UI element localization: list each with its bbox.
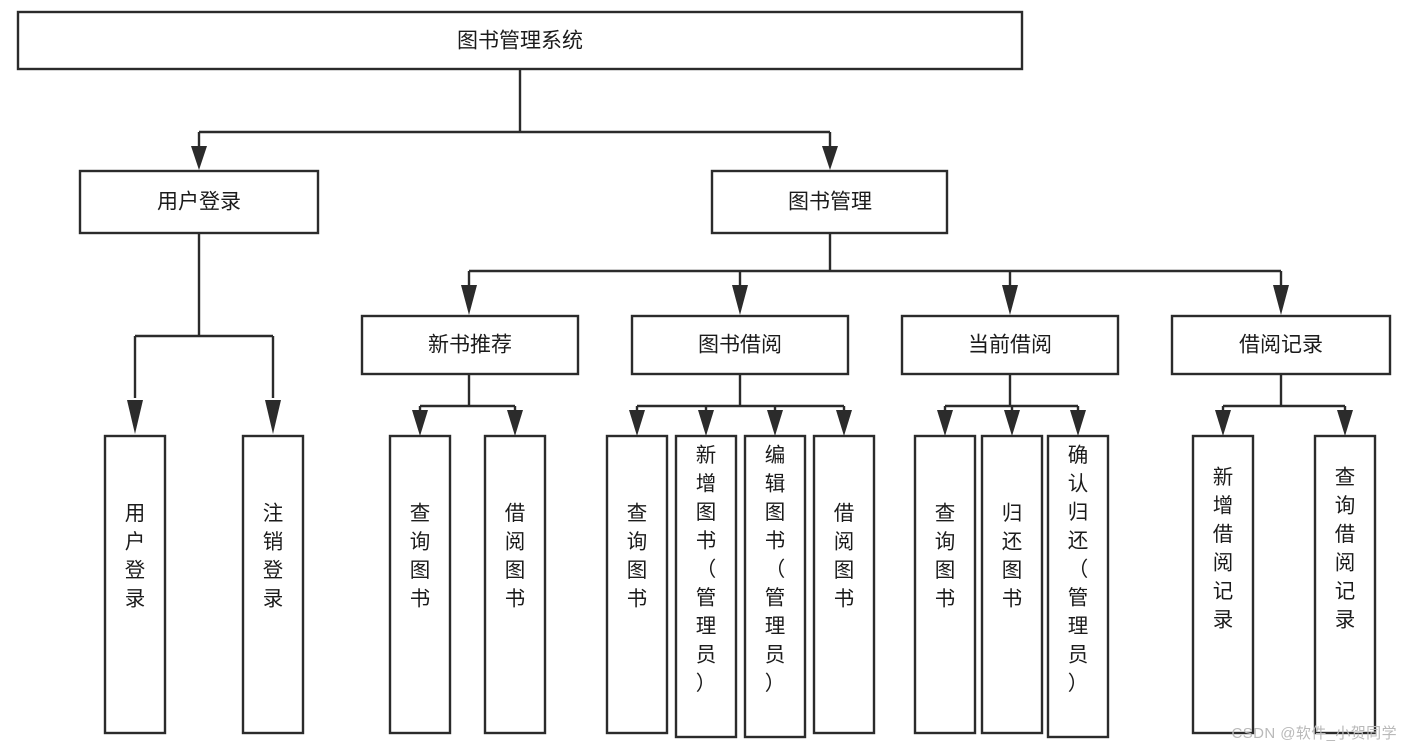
arrow-head-leaf-query-record bbox=[1337, 410, 1353, 436]
node-user-login-box[interactable] bbox=[78, 169, 320, 235]
node-leaf-borrow-book-2-label: 借阅图书 bbox=[834, 502, 855, 611]
node-leaf-query-book-3-box[interactable] bbox=[913, 434, 977, 735]
node-leaf-add-record[interactable]: 新增借阅记录 bbox=[1191, 434, 1255, 735]
node-leaf-add-record-box[interactable] bbox=[1191, 434, 1255, 735]
node-leaf-confirm-return[interactable]: 确认归还（管理员） bbox=[1046, 434, 1110, 739]
node-leaf-return-book[interactable]: 归还图书 bbox=[980, 434, 1044, 735]
node-root-label: 图书管理系统 bbox=[457, 30, 583, 53]
arrow-head-book-borrow bbox=[732, 285, 748, 315]
node-leaf-logout-login-box[interactable] bbox=[241, 434, 305, 735]
arrow-head-leaf-logout-login bbox=[265, 400, 281, 434]
node-leaf-query-book-1[interactable]: 查询图书 bbox=[388, 434, 452, 735]
arrow-head-borrow-record bbox=[1273, 285, 1289, 315]
node-leaf-borrow-book-1-box[interactable] bbox=[483, 434, 547, 735]
node-root[interactable]: 图书管理系统 bbox=[16, 10, 1024, 71]
node-book-manage[interactable]: 图书管理 bbox=[710, 169, 949, 235]
csdn-watermark: CSDN @软件_小贺同学 bbox=[1231, 725, 1397, 742]
node-leaf-confirm-return-box[interactable] bbox=[1046, 434, 1110, 739]
node-leaf-borrow-book-1[interactable]: 借阅图书 bbox=[483, 434, 547, 735]
node-current-borrow[interactable]: 当前借阅 bbox=[900, 314, 1120, 376]
node-borrow-record-label: 借阅记录 bbox=[1239, 334, 1323, 357]
node-leaf-logout-login-label: 注销登录 bbox=[263, 502, 284, 611]
node-leaf-borrow-book-2[interactable]: 借阅图书 bbox=[812, 434, 876, 735]
arrow-head-leaf-borrow-book-1 bbox=[507, 410, 523, 436]
node-leaf-logout-login[interactable]: 注销登录 bbox=[241, 434, 305, 735]
node-book-borrow-box[interactable] bbox=[630, 314, 850, 376]
node-leaf-query-book-3-label: 查询图书 bbox=[935, 502, 956, 611]
arrow-head-current-borrow bbox=[1002, 285, 1018, 315]
node-leaf-edit-book[interactable]: 编辑图书（管理员） bbox=[743, 434, 807, 739]
arrow-head-leaf-borrow-book-2 bbox=[836, 410, 852, 436]
node-leaf-query-book-3[interactable]: 查询图书 bbox=[913, 434, 977, 735]
node-current-borrow-box[interactable] bbox=[900, 314, 1120, 376]
node-new-book-recommend[interactable]: 新书推荐 bbox=[360, 314, 580, 376]
arrow-head-book-manage bbox=[822, 146, 838, 170]
node-leaf-query-book-2-label: 查询图书 bbox=[627, 502, 648, 611]
node-leaf-query-book-1-box[interactable] bbox=[388, 434, 452, 735]
node-book-manage-label: 图书管理 bbox=[788, 191, 872, 214]
node-leaf-edit-book-box[interactable] bbox=[743, 434, 807, 739]
node-leaf-query-record-box[interactable] bbox=[1313, 434, 1377, 735]
arrow-head-leaf-user-login bbox=[127, 400, 143, 434]
node-leaf-user-login-label: 用户登录 bbox=[125, 502, 146, 611]
arrow-head-new-book-recommend bbox=[461, 285, 477, 315]
node-leaf-user-login[interactable]: 用户登录 bbox=[103, 434, 167, 735]
arrow-head-leaf-query-book-1 bbox=[412, 410, 428, 436]
arrow-head-leaf-add-book bbox=[698, 410, 714, 436]
node-current-borrow-label: 当前借阅 bbox=[968, 334, 1052, 357]
node-user-login[interactable]: 用户登录 bbox=[78, 169, 320, 235]
node-leaf-add-book-box[interactable] bbox=[674, 434, 738, 739]
node-leaf-borrow-book-1-label: 借阅图书 bbox=[505, 502, 526, 611]
arrow-head-leaf-edit-book bbox=[767, 410, 783, 436]
node-leaf-borrow-book-2-box[interactable] bbox=[812, 434, 876, 735]
node-leaf-query-book-1-label: 查询图书 bbox=[410, 502, 431, 611]
node-leaf-return-book-label: 归还图书 bbox=[1002, 502, 1023, 611]
node-leaf-confirm-return-label: 确认归还（管理员） bbox=[1068, 444, 1089, 695]
edge-layer bbox=[127, 69, 1353, 436]
node-leaf-query-record-label: 查询借阅记录 bbox=[1335, 466, 1356, 632]
arrow-head-leaf-add-record bbox=[1215, 410, 1231, 436]
node-leaf-add-book[interactable]: 新增图书（管理员） bbox=[674, 434, 738, 739]
node-book-borrow-label: 图书借阅 bbox=[698, 334, 782, 357]
arrow-head-leaf-confirm-return bbox=[1070, 410, 1086, 436]
node-leaf-add-book-label: 新增图书（管理员） bbox=[696, 444, 717, 695]
node-borrow-record-box[interactable] bbox=[1170, 314, 1392, 376]
node-leaf-return-book-box[interactable] bbox=[980, 434, 1044, 735]
node-leaf-query-book-2[interactable]: 查询图书 bbox=[605, 434, 669, 735]
arrow-head-leaf-return-book bbox=[1004, 410, 1020, 436]
node-leaf-user-login-box[interactable] bbox=[103, 434, 167, 735]
arrow-head-user-login bbox=[191, 146, 207, 170]
node-borrow-record[interactable]: 借阅记录 bbox=[1170, 314, 1392, 376]
node-leaf-edit-book-label: 编辑图书（管理员） bbox=[765, 444, 786, 695]
node-user-login-label: 用户登录 bbox=[157, 191, 241, 214]
arrow-head-leaf-query-book-3 bbox=[937, 410, 953, 436]
node-new-book-recommend-box[interactable] bbox=[360, 314, 580, 376]
node-root-box[interactable] bbox=[16, 10, 1024, 71]
node-leaf-query-record[interactable]: 查询借阅记录 bbox=[1313, 434, 1377, 735]
node-book-borrow[interactable]: 图书借阅 bbox=[630, 314, 850, 376]
node-leaf-query-book-2-box[interactable] bbox=[605, 434, 669, 735]
arrow-head-leaf-query-book-2 bbox=[629, 410, 645, 436]
node-leaf-add-record-label: 新增借阅记录 bbox=[1213, 466, 1234, 632]
node-new-book-recommend-label: 新书推荐 bbox=[428, 334, 512, 357]
node-book-manage-box[interactable] bbox=[710, 169, 949, 235]
